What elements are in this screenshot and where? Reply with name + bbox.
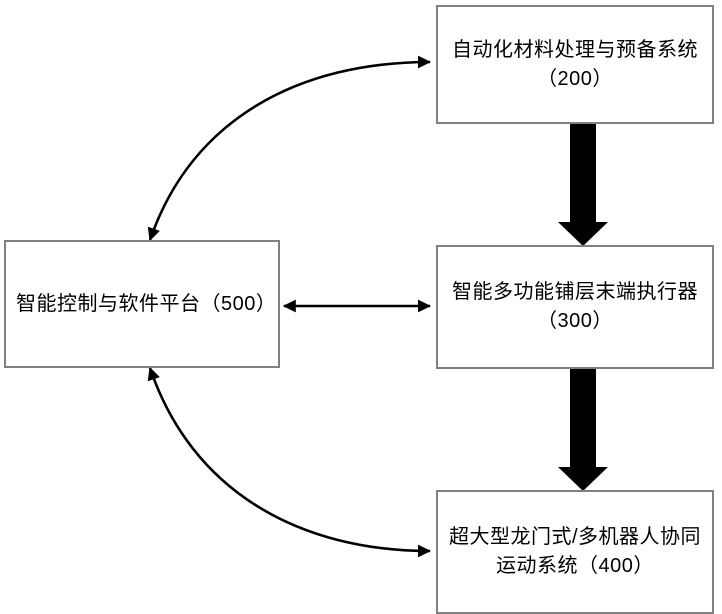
edge-platform-to-material-system [147,55,431,242]
node-multifunctional-layup-end-effector[interactable]: 智能多功能铺层末端执行器 （300） [436,245,714,369]
node-intelligent-control-software-platform[interactable]: 智能控制与软件平台（500） [4,240,280,368]
node-gantry-multirobot-motion-system[interactable]: 超大型龙门式/多机器人协同 运动系统（400） [436,490,714,614]
node-label-500: 智能控制与软件平台（500） [16,292,277,315]
node-automated-material-handling-system[interactable]: 自动化材料处理与预备系统 （200） [436,5,714,124]
edge-material-system-to-end-effector [558,123,608,246]
edge-platform-to-motion-system [147,366,431,558]
edge-end-effector-to-motion-system [558,369,608,491]
node-label-300: 智能多功能铺层末端执行器 （300） [452,281,698,332]
node-label-200: 自动化材料处理与预备系统 （200） [452,38,698,90]
node-label-400: 超大型龙门式/多机器人协同 运动系统（400） [448,526,702,577]
